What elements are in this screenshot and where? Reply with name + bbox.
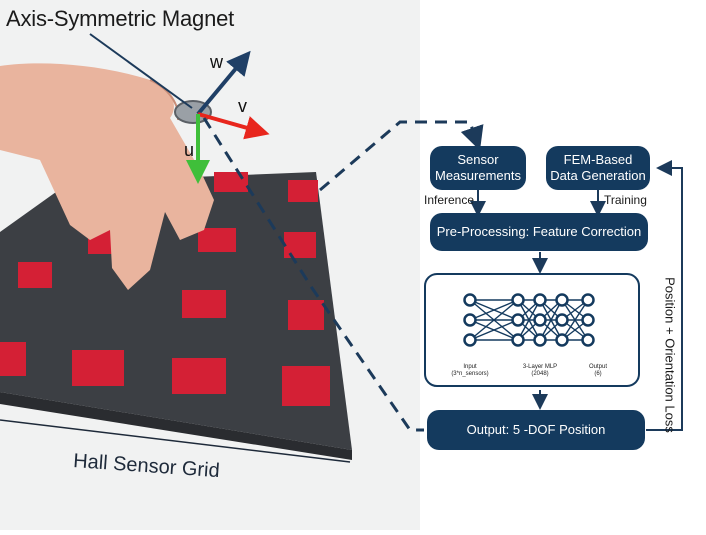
dashed-connector-bottom [202,117,424,432]
grid-label-line [0,419,351,463]
nn-output-label: Output (6) [588,364,607,377]
title-leader [89,33,193,109]
nn-edge [539,299,563,341]
nn-edge [561,299,589,341]
nn-node [555,293,569,307]
nn-node [533,293,547,307]
axis-w-label: w [210,52,223,72]
sensor-pcb [282,366,330,406]
sensor-board-edge [0,392,352,460]
sensor-pcb [72,350,124,386]
fem-data-node: FEM-Based Data Generation [546,146,650,190]
title-label: Axis-Symmetric Magnet [6,6,235,31]
inference-label: Inference [424,193,475,207]
dashed-connector-top [319,120,484,192]
nn-edge [469,299,519,321]
nn-node [463,293,477,307]
sensor-pcb [214,172,248,192]
nn-node [511,293,525,307]
nn-node [463,333,477,347]
nn-node [581,313,595,327]
sensor-pcb [182,290,226,318]
nn-node [533,333,547,347]
sensor-pcb [172,358,226,394]
sensor-pcb [288,300,324,330]
loss-feedback-arrow [646,160,683,431]
nn-node [511,333,525,347]
axis-u-label: u [184,140,195,160]
sensor-pcb [198,228,236,252]
loss-label: Position + Orientation Loss [662,277,678,433]
nn-node [511,313,525,327]
nn-hidden-label: 3-Layer MLP (2048) [522,364,558,377]
nn-input-label: Input (3*n_sensors) [451,364,489,377]
axis-v-label: v [238,96,247,116]
nn-node [555,313,569,327]
nn-node [581,293,595,307]
neural-network-diagram [463,293,595,347]
sensor-pcb [18,262,52,288]
training-label: Training [604,193,647,207]
nn-node [555,333,569,347]
sensor-measurements-node: Sensor Measurements [430,146,526,190]
nn-node [533,313,547,327]
nn-edge [469,319,519,341]
output-node: Output: 5 -DOF Position [427,410,645,450]
nn-node [581,333,595,347]
preprocessing-node: Pre-Processing: Feature Correction [430,213,648,251]
nn-edge [469,299,519,341]
sensor-pcb [288,180,318,202]
axis-v-arrow [197,112,270,140]
nn-edge [517,299,541,341]
nn-node [463,313,477,327]
sensor-pcb [0,342,26,376]
axis-w-arrow [196,50,251,116]
